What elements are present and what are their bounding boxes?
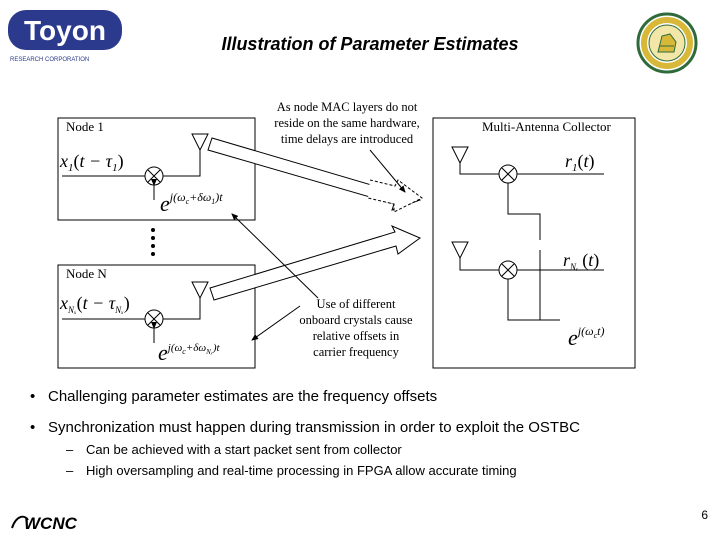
nodeN-carrier: ej(ωc+δωNₓ)t <box>158 340 220 365</box>
svg-text:carrier frequency: carrier frequency <box>313 345 399 359</box>
node1-antenna-icon <box>191 133 209 152</box>
collector-label: Multi-Antenna Collector <box>482 119 612 134</box>
nodeN-out-line <box>163 298 201 320</box>
collector-lo-path <box>507 183 541 320</box>
crystal-annotation: Use of different onboard crystals cause … <box>299 297 413 359</box>
mac-annotation: As node MAC layers do not reside on the … <box>274 100 419 146</box>
svg-text:As node MAC layers do not: As node MAC layers do not <box>277 100 418 114</box>
sub-bullet-item: Can be achieved with a start packet sent… <box>30 442 700 457</box>
collector-carrier: ej(ωct) <box>568 324 604 350</box>
sub-bullet-item: High oversampling and real-time processi… <box>30 463 700 478</box>
node1-out-line <box>163 150 201 177</box>
node1-signal: x1(t − τ1) <box>59 151 124 174</box>
page-number: 6 <box>701 508 708 522</box>
mac-pointer-arrow <box>369 149 406 193</box>
svg-text:relative offsets in: relative offsets in <box>313 329 400 343</box>
node-ellipsis <box>151 228 155 256</box>
node1-carrier: ej(ωc+δω1)t <box>160 190 223 216</box>
svg-text:Use of different: Use of different <box>317 297 396 311</box>
slide-title: Illustration of Parameter Estimates <box>221 34 519 54</box>
collector-output1: r1(t) <box>565 151 595 174</box>
wcnc-logo: WCNC <box>11 514 78 533</box>
svg-text:reside on the same hardware,: reside on the same hardware, <box>274 116 419 130</box>
collector-box <box>432 117 636 369</box>
collector-antenna2-icon <box>451 241 469 260</box>
bullet-list: Challenging parameter estimates are the … <box>30 388 700 478</box>
crystal-pointer-arrow-down <box>251 305 301 341</box>
collector-outputN: rNᵣ(t) <box>563 250 599 272</box>
nodeN-antenna-icon <box>191 281 209 300</box>
block-arrow-nodeN <box>209 225 422 301</box>
nodeN-label: Node N <box>66 266 107 281</box>
block-arrow-dashed <box>367 179 423 213</box>
svg-text:time delays are introduced: time delays are introduced <box>281 132 414 146</box>
node1-label: Node 1 <box>66 119 104 134</box>
toyon-logo-subtitle: RESEARCH CORPORATION <box>10 57 89 63</box>
nodeN-signal: xNₓ(t − τNₓ) <box>59 293 130 315</box>
nodeN-box <box>57 264 256 369</box>
svg-text:onboard crystals cause: onboard crystals cause <box>299 313 413 327</box>
crystal-pointer-arrow-up <box>231 213 319 299</box>
toyon-logo-text: Toyon <box>24 15 106 46</box>
toyon-logo: Toyon RESEARCH CORPORATION <box>8 10 122 63</box>
bullet-item: Challenging parameter estimates are the … <box>30 388 700 405</box>
collector-antenna1-icon <box>451 146 469 165</box>
wcnc-logo-text: WCNC <box>24 514 78 533</box>
system-diagram: Node 1 x1(t − τ1) ej(ωc+δω1)t Node N xNₓ… <box>57 100 636 369</box>
bullet-item: Synchronization must happen during trans… <box>30 419 700 436</box>
university-seal-icon <box>636 12 698 74</box>
node1-box <box>57 117 256 221</box>
